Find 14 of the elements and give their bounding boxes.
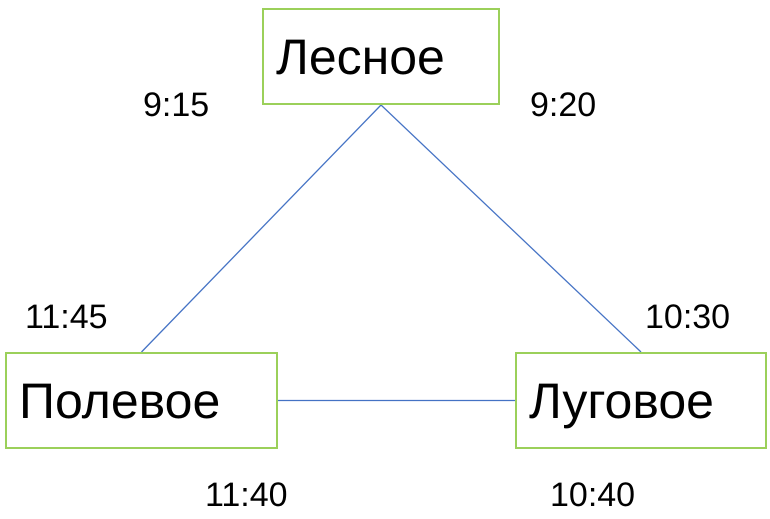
time-label: 9:20 bbox=[530, 88, 596, 122]
connector-line bbox=[141, 104, 382, 352]
place-box bbox=[515, 352, 767, 449]
time-label: 10:40 bbox=[550, 478, 636, 512]
place-box bbox=[262, 8, 500, 105]
connector-line bbox=[380, 104, 642, 352]
time-label: 11:45 bbox=[25, 300, 108, 334]
time-label: 9:15 bbox=[143, 88, 210, 122]
time-label: 11:40 bbox=[205, 478, 288, 512]
time-label: 10:30 bbox=[645, 300, 730, 334]
place-name: Лесное bbox=[276, 32, 445, 82]
place-box bbox=[5, 352, 278, 449]
connector-line bbox=[278, 400, 515, 402]
place-name: Полевое bbox=[19, 376, 220, 426]
